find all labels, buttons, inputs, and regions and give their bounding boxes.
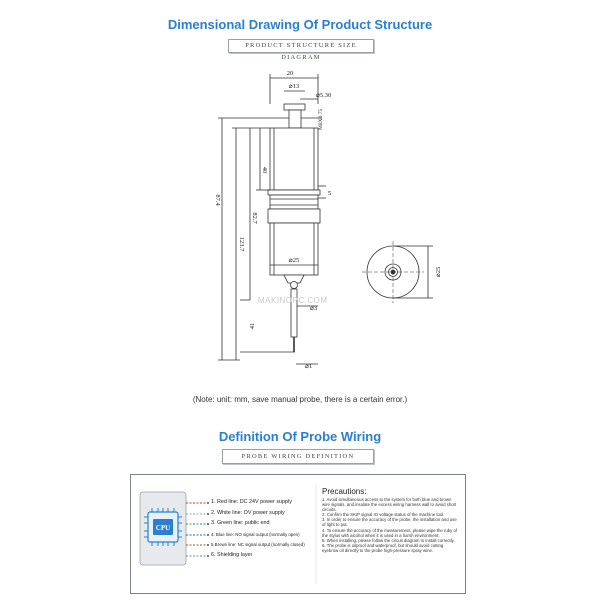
- section-title-wiring: Definition Of Probe Wiring: [218, 429, 382, 444]
- dim-827-label: 82.7: [251, 212, 258, 224]
- precaution-item: 4. To ensure the accuracy of the measure…: [322, 527, 458, 538]
- unit-note: (Note: unit: mm, save manual probe, ther…: [192, 395, 408, 404]
- section-title-dimensions: Dimensional Drawing Of Product Structure: [167, 17, 433, 32]
- precautions-list: 1. Avoid simultaneous access to the syst…: [322, 497, 458, 553]
- precaution-item: 1. Avoid simultaneous access to the syst…: [322, 497, 457, 513]
- dim-40-label: 40: [261, 167, 268, 174]
- wire-label-white: 2. White line: OV power supply: [211, 510, 285, 516]
- dim-tip-label: ⌀5.30: [316, 92, 331, 99]
- dim-thread-label: M8X0.75: [318, 109, 324, 130]
- dim-1-label: ⌀1: [305, 363, 312, 370]
- precautions-title: Precautions:: [322, 487, 367, 496]
- wire-label-red: 1. Red line: DC 24V power supply: [211, 499, 292, 505]
- wire-label-green: 3. Green line: public end: [211, 520, 270, 526]
- dim-stem-label: ⌀13: [289, 83, 299, 90]
- section-subtitle-box: PRODUCT STRUCTURE SIZE DIAGRAM: [228, 39, 374, 61]
- dim-end-label: ⌀25: [435, 267, 442, 277]
- wire-label-shield: 6. Shielding layer: [211, 552, 253, 558]
- dim-41-label: 41: [249, 323, 256, 330]
- precaution-item: 6. The probe is oilproof and waterproof,…: [322, 542, 444, 553]
- dim-width-label: 20: [287, 70, 294, 77]
- dim-1237-label: 123.7: [238, 237, 245, 252]
- precaution-item: 3. In order to ensure the accuracy of th…: [322, 517, 457, 528]
- dim-body-label: ⌀25: [289, 257, 299, 264]
- dim-874-label: 87.4: [214, 194, 221, 206]
- product-dimension-drawing: 20 ⌀13 ⌀5.30 M8X0.75 40 5 82.7 87.4 123.…: [214, 70, 442, 370]
- dim-3-label: ⌀3: [310, 305, 317, 312]
- cpu-chip-icon: CPU: [144, 508, 182, 546]
- wire-label-brown: 5.Brown line: NC signal output (normally…: [211, 542, 305, 547]
- watermark: MAKINOPC.COM: [258, 296, 328, 305]
- wiring-subtitle-box: PROBE WIRING DEFINITION: [222, 449, 374, 464]
- precaution-item: 5. When installing, please follow the ci…: [322, 537, 455, 543]
- wire-label-blue: 4. Blue line: NO signal output (normally…: [211, 532, 300, 537]
- cpu-chip-label: CPU: [156, 524, 170, 532]
- dim-5-label: 5: [328, 190, 331, 197]
- precaution-item: 2. Confirm the SKIP signal IO voltage st…: [322, 512, 445, 518]
